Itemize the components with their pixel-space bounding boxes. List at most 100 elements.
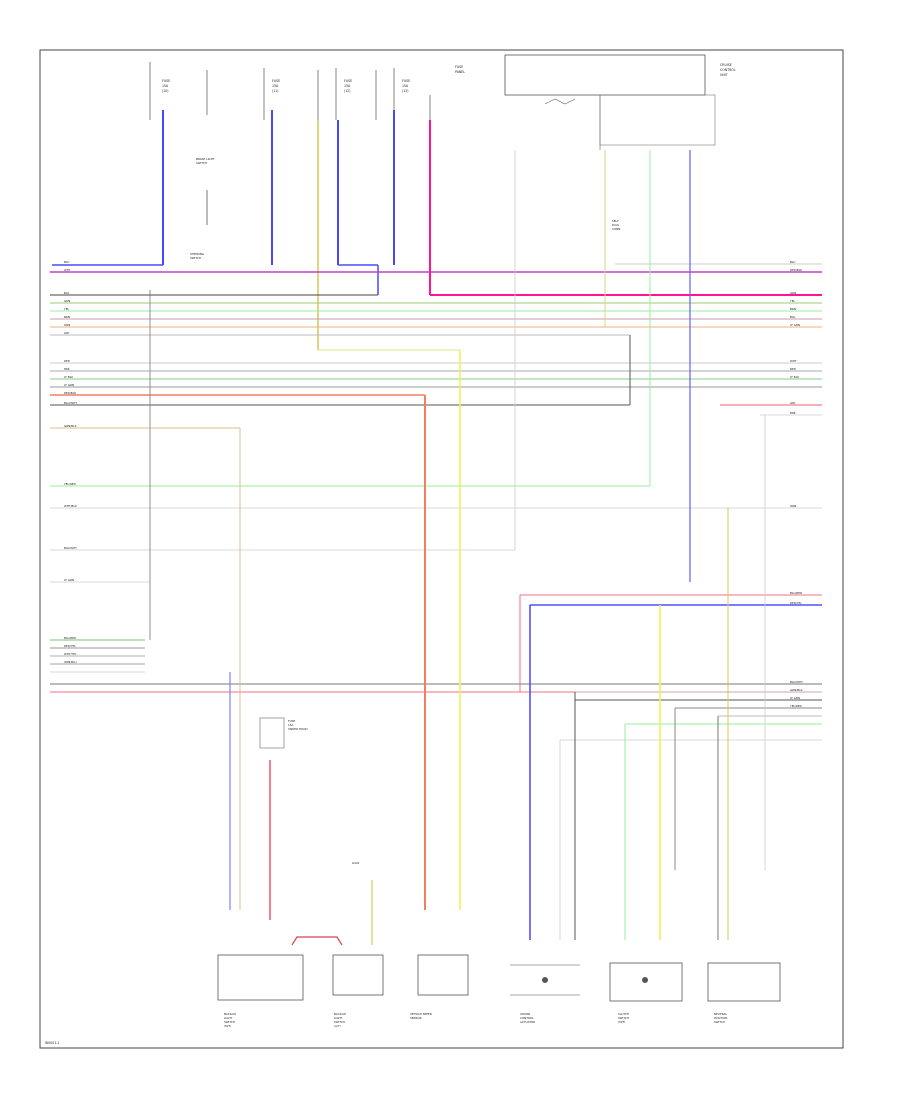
- svg-text:15A: 15A: [272, 84, 279, 88]
- svg-text:VEHICLE SPEED: VEHICLE SPEED: [410, 1012, 432, 1016]
- svg-text:SWITCH: SWITCH: [196, 161, 207, 165]
- right-wire-label: YEL: [790, 299, 795, 303]
- small-components: BRAKE LIGHT SWITCH STEERING SWITCH SELF …: [190, 157, 620, 865]
- left-wire-label: YEL: [64, 307, 69, 311]
- svg-text:BACK-UP: BACK-UP: [224, 1012, 236, 1016]
- right-wire-label: LT GRN: [790, 696, 800, 700]
- svg-text:BACK-UP: BACK-UP: [334, 1012, 346, 1016]
- right-wire-label: BLU: [790, 260, 795, 264]
- svg-text:FUSE: FUSE: [162, 79, 170, 83]
- svg-text:UNDER HOOD: UNDER HOOD: [288, 727, 308, 731]
- fuse-13: FUSE 15A (13): [393, 68, 431, 120]
- svg-text:POSITION: POSITION: [714, 1016, 727, 1020]
- svg-text:FUSE: FUSE: [344, 79, 352, 83]
- svg-text:DIAG: DIAG: [612, 223, 619, 227]
- svg-text:SENSOR: SENSOR: [410, 1016, 422, 1020]
- svg-text:SWITCH: SWITCH: [334, 1020, 345, 1024]
- svg-text:SWITCH: SWITCH: [618, 1016, 629, 1020]
- fuse-10: FUSE 15A (10): [149, 62, 208, 120]
- svg-text:SWITCH: SWITCH: [190, 256, 201, 260]
- left-wire-label: LT GRN: [64, 383, 74, 387]
- cruise-control-unit: CRUISE CONTROL UNIT: [504, 54, 736, 150]
- svg-text:G401: G401: [352, 861, 360, 865]
- left-wire-label: LT GRN: [64, 578, 74, 582]
- svg-text:STEERING: STEERING: [190, 252, 204, 256]
- right-wire-label: YEL/RED: [790, 704, 802, 708]
- left-wire-label: YEL/RED: [64, 482, 76, 486]
- left-wire-label: RED/BLK: [64, 391, 76, 395]
- svg-text:CONN: CONN: [612, 227, 620, 231]
- bottom-components: BACK-UP LIGHT SWITCH (M/T) BACK-UP LIGHT…: [217, 954, 781, 1028]
- bottom-fuse: [259, 717, 285, 749]
- svg-text:(M/T): (M/T): [224, 1024, 231, 1028]
- right-wire-label: RED/BLK: [790, 268, 802, 272]
- svg-text:15A: 15A: [402, 84, 409, 88]
- left-wire-label: RED: [64, 359, 70, 363]
- diagram-frame: [39, 49, 844, 1049]
- top-feed-wires: [52, 110, 822, 350]
- svg-text:LIGHT: LIGHT: [334, 1016, 343, 1020]
- left-wire-label: ORN: [64, 323, 70, 327]
- left-wire-label: GRN/BLK: [64, 424, 77, 428]
- svg-text:(11): (11): [272, 89, 279, 93]
- svg-text:15A: 15A: [288, 723, 294, 727]
- left-wire-label: BLU: [64, 260, 69, 264]
- left-wire-label: RED/YEL: [64, 644, 76, 648]
- component-box-2: [332, 954, 384, 996]
- page-code: W0001-1: [45, 1041, 59, 1045]
- svg-text:CONTROL: CONTROL: [520, 1016, 534, 1020]
- svg-text:CONTROL: CONTROL: [720, 68, 736, 72]
- right-wire-label: BLU/RED: [790, 591, 802, 595]
- svg-text:SWITCH: SWITCH: [714, 1020, 725, 1024]
- svg-text:(M/T): (M/T): [618, 1020, 625, 1024]
- left-wire-label: BLK: [64, 291, 69, 295]
- right-wire-label: BLK/WHT: [790, 680, 803, 684]
- svg-text:FUSE: FUSE: [272, 79, 280, 83]
- right-wire-label: LT GRN: [790, 323, 800, 327]
- svg-text:CRUISE: CRUISE: [520, 1012, 531, 1016]
- component-box-5: [609, 962, 683, 1002]
- svg-text:LIGHT: LIGHT: [224, 1016, 233, 1020]
- left-wire-label: BRN: [64, 315, 70, 319]
- left-wire-label: WHT/BLK: [64, 504, 77, 508]
- svg-text:(A/T): (A/T): [334, 1024, 341, 1028]
- svg-text:15A: 15A: [344, 84, 351, 88]
- left-wire-label: GRY: [64, 331, 70, 335]
- svg-text:UNIT: UNIT: [720, 73, 728, 77]
- svg-text:(13): (13): [402, 89, 409, 93]
- right-wire-label: GRN: [790, 291, 796, 295]
- vertical-wires: [149, 150, 766, 946]
- svg-text:BRAKE LIGHT: BRAKE LIGHT: [196, 157, 215, 161]
- fuse-panel-label: FUSE: [455, 65, 463, 69]
- svg-text:ACTUATOR: ACTUATOR: [520, 1020, 535, 1024]
- right-wire-label: GRY: [790, 401, 796, 405]
- right-wire-label: PNK: [790, 411, 796, 415]
- fuse-panel-label-2: PANEL: [455, 70, 465, 74]
- svg-text:(12): (12): [344, 89, 351, 93]
- right-wire-label: LT BLU: [790, 375, 799, 379]
- svg-text:SELF: SELF: [612, 219, 619, 223]
- fuse-12: FUSE 15A (12): [335, 68, 377, 120]
- left-wire-label: BLK/WHT: [64, 546, 77, 550]
- right-wire-label: BRN: [790, 307, 796, 311]
- left-wire-label: ORN/BLU: [64, 660, 77, 664]
- left-wire-label: GRN: [64, 299, 70, 303]
- right-wire-label: BLK: [790, 315, 795, 319]
- component-box-1: [217, 954, 304, 1001]
- svg-text:FUSE: FUSE: [402, 79, 410, 83]
- bus-wires: [50, 263, 822, 741]
- svg-text:CRUISE: CRUISE: [720, 63, 732, 67]
- svg-text:FUSE: FUSE: [288, 719, 295, 723]
- svg-text:CLUTCH: CLUTCH: [618, 1012, 629, 1016]
- component-box-3: [417, 954, 469, 996]
- component-box-6: [707, 962, 781, 1002]
- left-wire-label: PNK: [64, 367, 70, 371]
- left-wire-label: BLU/WHT: [64, 401, 77, 405]
- left-wire-label: LT BLU: [64, 375, 73, 379]
- svg-text:15A: 15A: [162, 84, 169, 88]
- left-wire-label: WHT/YEL: [64, 652, 77, 656]
- right-wire-label: ORN: [790, 504, 796, 508]
